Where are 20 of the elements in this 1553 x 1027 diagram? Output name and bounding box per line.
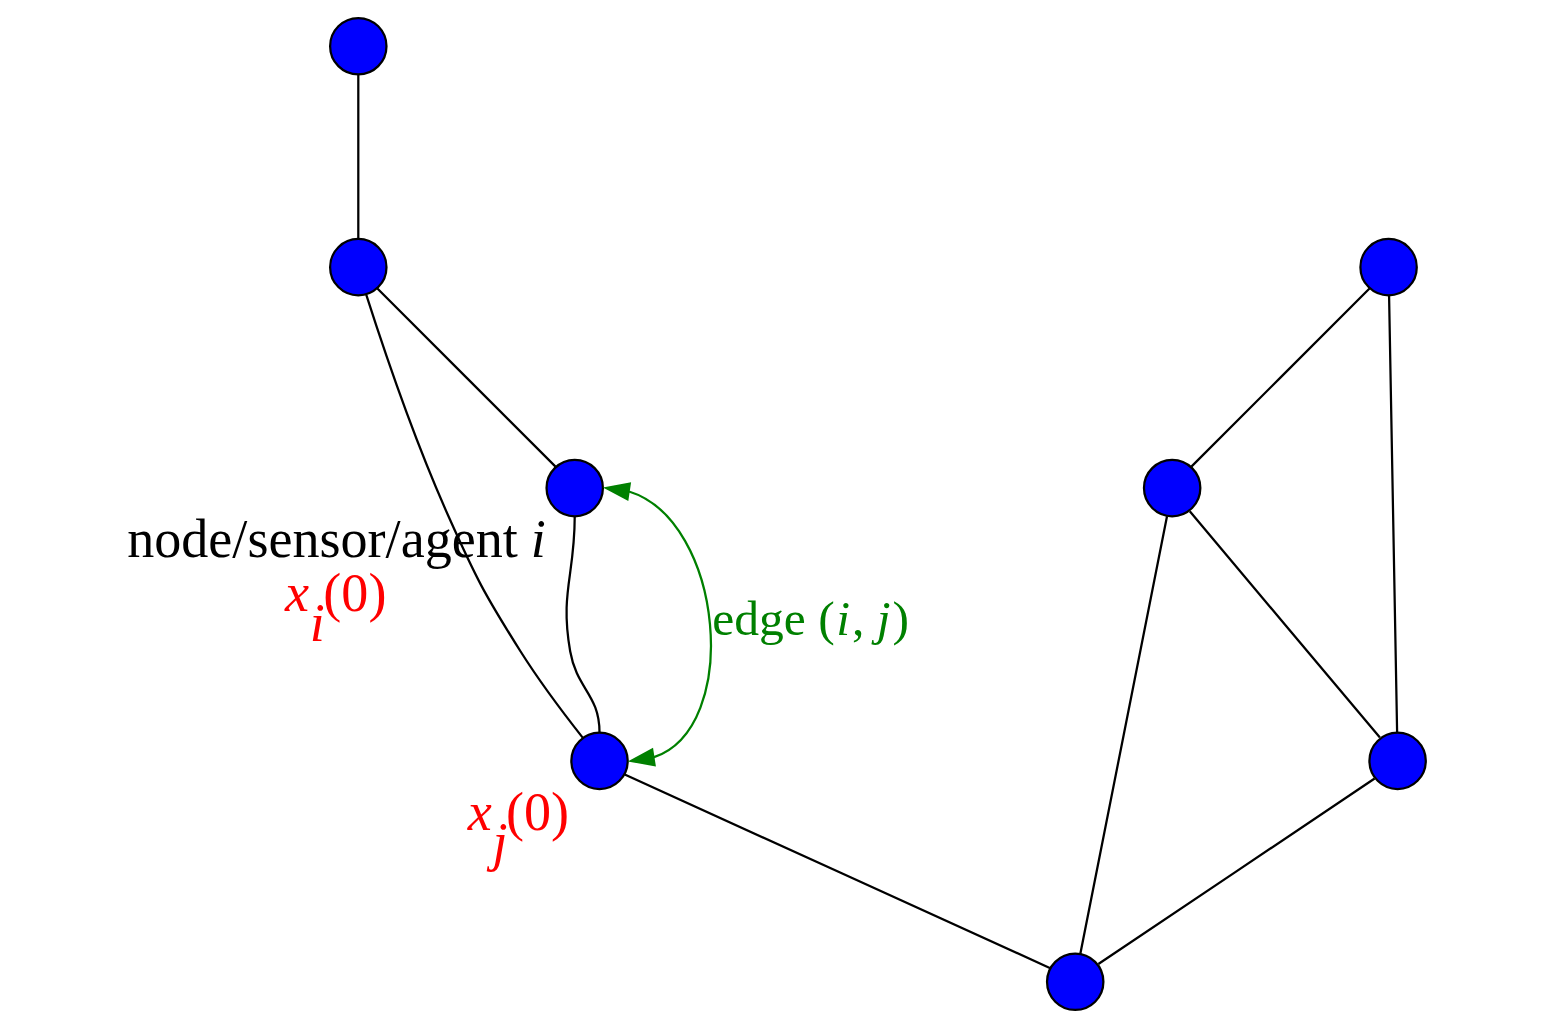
node-circle bbox=[329, 237, 388, 296]
node-circle bbox=[1142, 458, 1202, 517]
arrow bbox=[602, 481, 712, 767]
node-circle bbox=[1359, 237, 1418, 296]
connector bbox=[1387, 295, 1399, 732]
connector bbox=[376, 286, 557, 467]
connector bbox=[624, 773, 1051, 969]
connector bbox=[365, 293, 584, 739]
connector bbox=[1097, 777, 1376, 965]
node-circle bbox=[1045, 952, 1105, 1011]
node-circle bbox=[545, 458, 605, 517]
node-circle bbox=[329, 16, 388, 75]
node-circle bbox=[1368, 731, 1427, 790]
connector bbox=[1190, 286, 1371, 467]
connector bbox=[1188, 510, 1381, 738]
edge-label: edge (i, j) bbox=[712, 590, 910, 646]
connector bbox=[565, 515, 601, 733]
connector bbox=[1079, 515, 1169, 954]
node-circle bbox=[570, 731, 629, 790]
connector bbox=[357, 74, 360, 238]
